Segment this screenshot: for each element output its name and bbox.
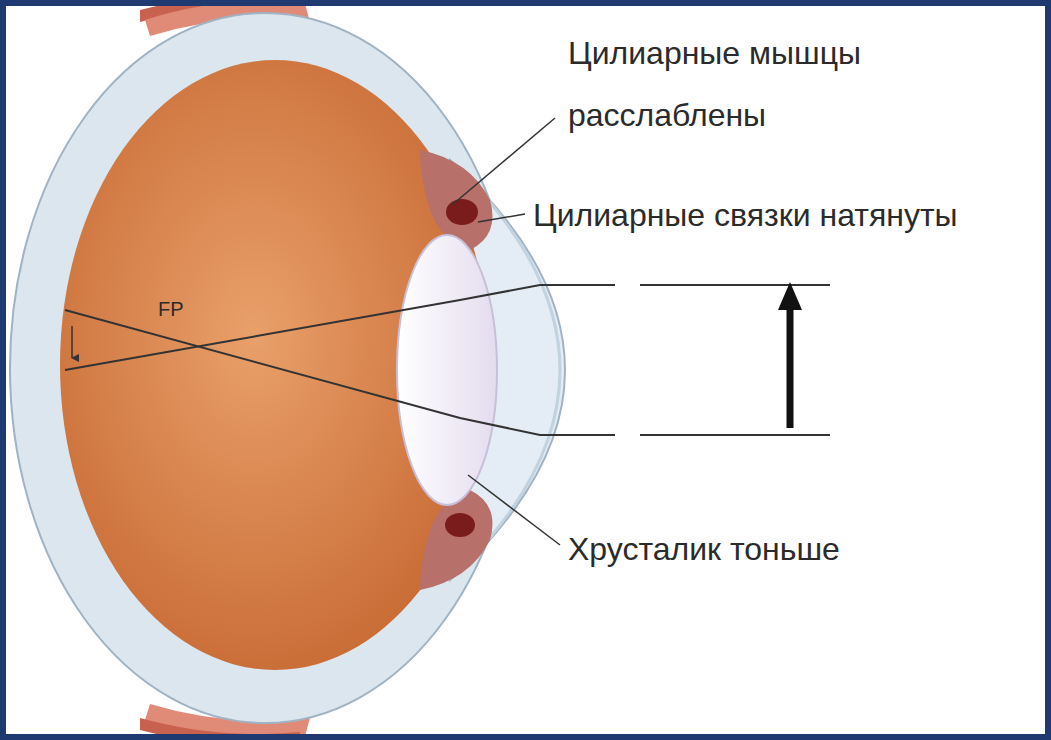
ciliary-body: [420, 490, 493, 590]
light-ray: [65, 310, 615, 435]
leader-line: [468, 475, 560, 545]
object-arrow: [787, 305, 794, 428]
focal-point-label: FP: [158, 298, 188, 320]
callout-label: Цилиарные связки натянуты: [533, 196, 962, 234]
light-ray: [640, 284, 830, 286]
light-ray: [640, 434, 830, 436]
image-arrow: [71, 326, 73, 358]
light-ray: [65, 285, 615, 370]
frame: [3, 3, 1048, 737]
callout-label: Хрусталик тоньше: [568, 530, 844, 568]
lens: [397, 235, 497, 505]
ciliary-body: [420, 150, 493, 250]
callout-label: Цилиарные мышцы расслаблены: [568, 22, 918, 146]
leader-line: [452, 118, 555, 205]
ciliary-muscle: [445, 513, 475, 537]
object-arrowhead: [778, 282, 802, 310]
sclera: [10, 13, 520, 723]
ciliary-muscle: [446, 199, 478, 225]
leader-line: [478, 214, 525, 222]
